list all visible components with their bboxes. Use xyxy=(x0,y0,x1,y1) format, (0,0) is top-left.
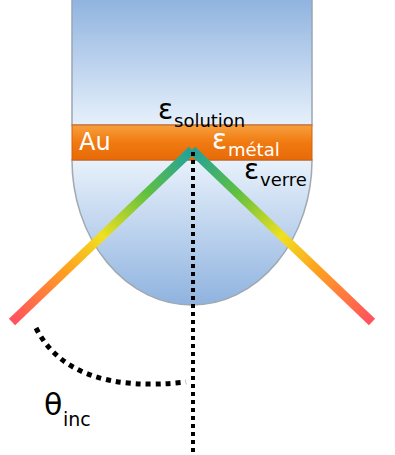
metal-name: Au xyxy=(79,130,111,154)
angle-arc xyxy=(36,328,186,384)
symbol: ε xyxy=(244,156,259,184)
angle-subscript: inc xyxy=(63,410,91,429)
solution-region xyxy=(72,0,312,125)
solution-region: εsolution xyxy=(72,0,312,125)
reflected-beam xyxy=(192,150,372,322)
incident-beam xyxy=(12,150,192,322)
symbol: ε xyxy=(158,96,173,124)
subscript: solution xyxy=(174,112,245,130)
angle-symbol: θ xyxy=(44,390,62,420)
normal-line xyxy=(191,152,195,455)
symbol: ε xyxy=(212,126,227,154)
subscript: verre xyxy=(260,171,307,189)
